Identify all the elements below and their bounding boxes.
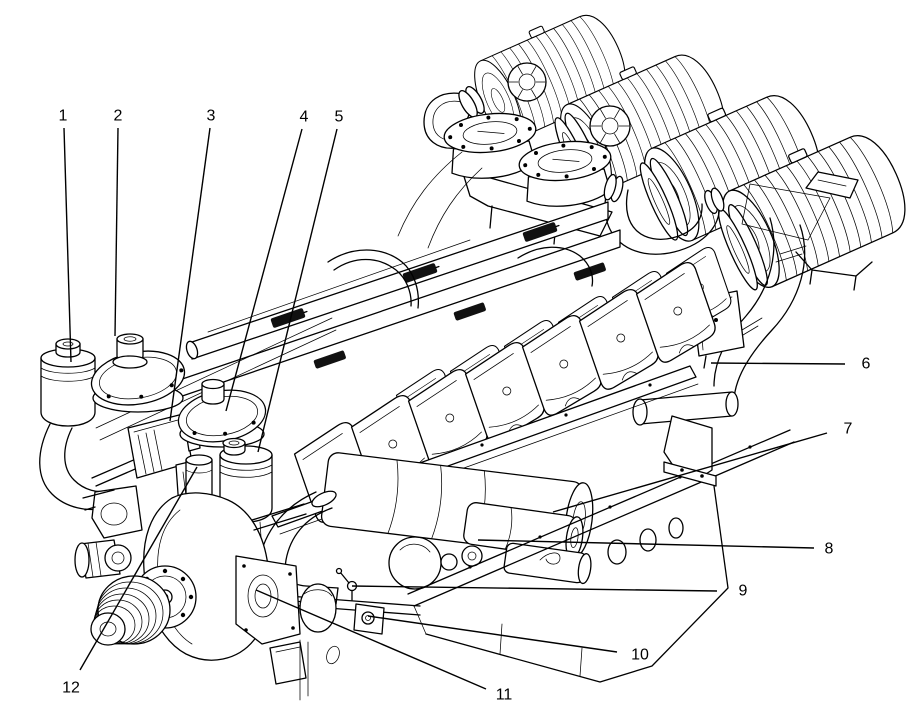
callout-label-4: 4 <box>300 109 309 126</box>
turbo-vane-disc <box>507 62 547 102</box>
pipe-clamp <box>313 350 346 369</box>
oil-pan-rail <box>407 429 795 607</box>
callout-leader-7 <box>552 432 828 513</box>
crankshaft-damper <box>90 575 171 646</box>
front-foot <box>269 641 307 685</box>
pump-cylinder <box>299 583 337 633</box>
pipe-clamp <box>402 263 440 283</box>
turbo-coupling <box>717 204 768 291</box>
callout-label-2: 2 <box>114 108 123 125</box>
callout-leader-3 <box>169 127 211 422</box>
callout-label-7: 7 <box>844 421 853 438</box>
pump-housing <box>388 536 442 590</box>
exhaust-flange <box>518 140 612 207</box>
callout-label-11: 11 <box>496 687 513 704</box>
callout-leader-4 <box>225 128 303 412</box>
pipe-clamp <box>573 262 606 281</box>
callout-leader-5 <box>257 128 338 453</box>
callout-label-1: 1 <box>59 108 68 125</box>
callout-label-5: 5 <box>335 109 344 126</box>
small-pump <box>74 539 132 579</box>
right-curved-pipe <box>733 224 806 403</box>
turbocharger-assembly <box>397 62 725 255</box>
pipe-clamp <box>270 308 308 328</box>
callout-label-9: 9 <box>739 583 748 600</box>
callout-leader-10 <box>367 615 618 653</box>
rear-plate <box>741 183 831 241</box>
breather-canister-1 <box>40 338 96 427</box>
callout-leader-1 <box>63 127 72 363</box>
callout-leader-6 <box>710 362 846 365</box>
exhaust-flange <box>443 112 537 179</box>
front-bracket-housing <box>91 485 143 539</box>
lifting-strap <box>327 249 420 309</box>
intake-elbow-large <box>604 185 720 255</box>
turbo-vane-disc <box>589 105 631 147</box>
callout-label-6: 6 <box>862 356 871 373</box>
callout-label-3: 3 <box>207 108 216 125</box>
oil-filter <box>503 542 592 585</box>
pipe-clamp <box>453 302 486 321</box>
callout-leader-9 <box>351 585 718 592</box>
engine-support-bracket <box>235 555 301 645</box>
callout-leader-8 <box>477 539 815 549</box>
turbo-coupling <box>639 157 689 241</box>
pipe-clamp <box>522 222 560 242</box>
callout-label-8: 8 <box>825 541 834 558</box>
front-assembly <box>39 317 340 701</box>
callout-leader-12 <box>79 466 198 671</box>
callout-leader-2 <box>114 127 119 337</box>
callout-leader-11 <box>255 589 487 690</box>
oil-pan-bottom <box>425 485 729 683</box>
callout-label-10: 10 <box>631 647 649 664</box>
port-plate <box>353 603 385 635</box>
drain-valve <box>335 567 358 601</box>
breather-housing-1 <box>90 333 186 413</box>
lower-engine <box>257 415 795 683</box>
callout-label-12: 12 <box>62 680 80 697</box>
dipstick-loop <box>539 552 561 565</box>
